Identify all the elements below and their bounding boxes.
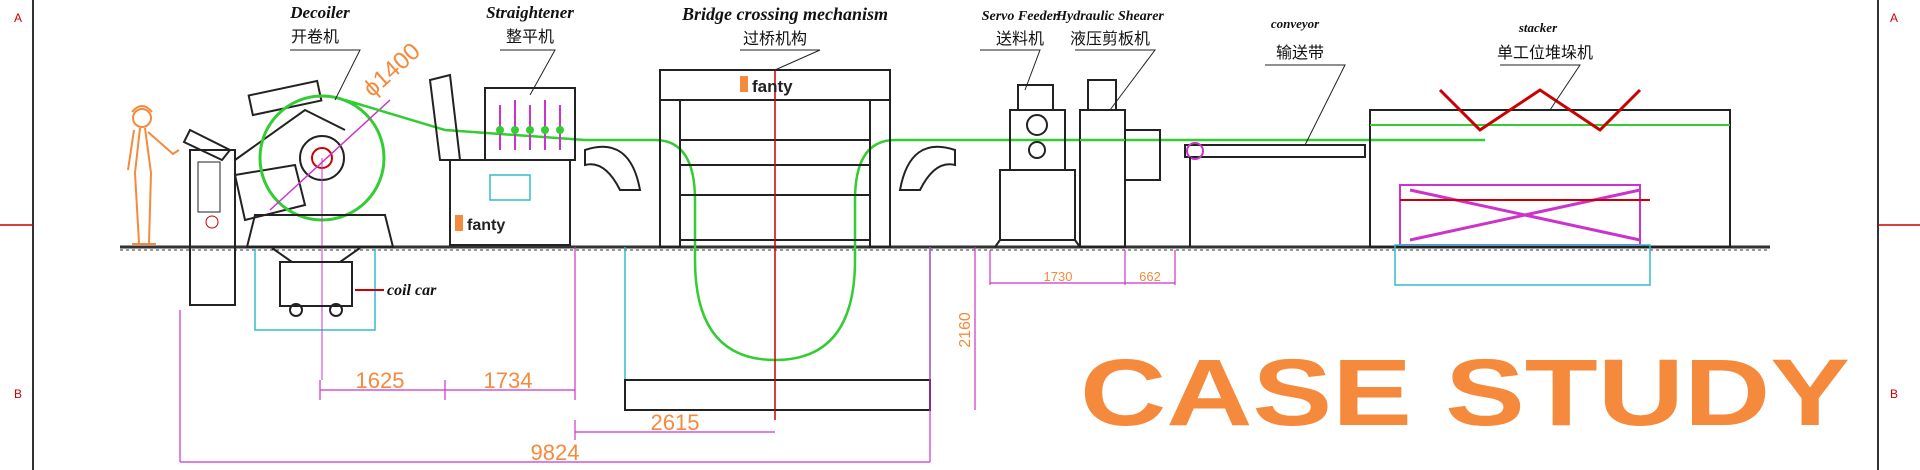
- grid-row-a-left: A: [14, 11, 22, 25]
- dim-1625: 1625: [356, 368, 405, 393]
- brand-logo-bridge: fanty: [752, 77, 793, 96]
- label-shear-zh: 液压剪板机: [1070, 29, 1150, 48]
- bridge-mechanism: fanty: [624, 69, 931, 420]
- label-stacker-en: stacker: [1518, 20, 1558, 35]
- dim-1734: 1734: [484, 368, 533, 393]
- grid-row-a-right: A: [1890, 11, 1898, 25]
- dimension-lines: [179, 247, 1176, 463]
- dim-1730: 1730: [1044, 269, 1073, 284]
- operator-figure: [127, 105, 180, 245]
- case-study-banner: CASE STUDY: [1080, 340, 1850, 446]
- label-shear-en: Hydraulic Shearer: [1055, 9, 1164, 24]
- grid-row-b-left: B: [14, 387, 22, 401]
- label-conveyor-en: conveyor: [1271, 16, 1320, 31]
- machine-labels: Decoiler 开卷机 Straightener 整平机 Bridge cro…: [289, 3, 1593, 299]
- label-decoiler-en: Decoiler: [289, 3, 350, 22]
- label-decoiler-zh: 开卷机: [291, 27, 339, 46]
- dim-662: 662: [1139, 269, 1161, 284]
- label-coil-car: coil car: [387, 282, 437, 299]
- hydraulic-shearer-machine: [1079, 79, 1161, 248]
- coil-car: [271, 247, 384, 317]
- servo-feeder-machine: [994, 84, 1081, 248]
- grid-row-b-right: B: [1890, 387, 1898, 401]
- dim-9824: 9824: [531, 440, 580, 465]
- dimension-values: 1625 1734 2615 9824 2160 1730 662: [356, 269, 1161, 465]
- bridge-arcs: [584, 145, 956, 191]
- stacker-machine: [1369, 88, 1731, 286]
- dim-coil-diameter: ϕ1400: [358, 38, 426, 103]
- dim-2615: 2615: [651, 410, 700, 435]
- dim-2160: 2160: [957, 312, 974, 348]
- label-servo-zh: 送料机: [996, 29, 1044, 48]
- label-conveyor-zh: 输送带: [1276, 43, 1324, 62]
- label-servo-en: Servo Feeder: [982, 9, 1059, 24]
- conveyor-machine: [1184, 142, 1366, 247]
- label-bridge-en: Bridge crossing mechanism: [681, 4, 888, 24]
- label-bridge-zh: 过桥机构: [743, 29, 807, 48]
- label-straightener-en: Straightener: [486, 3, 574, 22]
- decoiler-machine: [182, 79, 395, 380]
- straightener-machine: fanty: [428, 73, 576, 246]
- leader-lines: [290, 49, 1581, 146]
- fanty-logo-mark-2: [740, 76, 748, 92]
- label-stacker-zh: 单工位堆垛机: [1497, 43, 1593, 62]
- brand-logo-straightener: fanty: [467, 217, 505, 234]
- label-straightener-zh: 整平机: [506, 27, 554, 46]
- fanty-logo-mark-1: [455, 215, 463, 231]
